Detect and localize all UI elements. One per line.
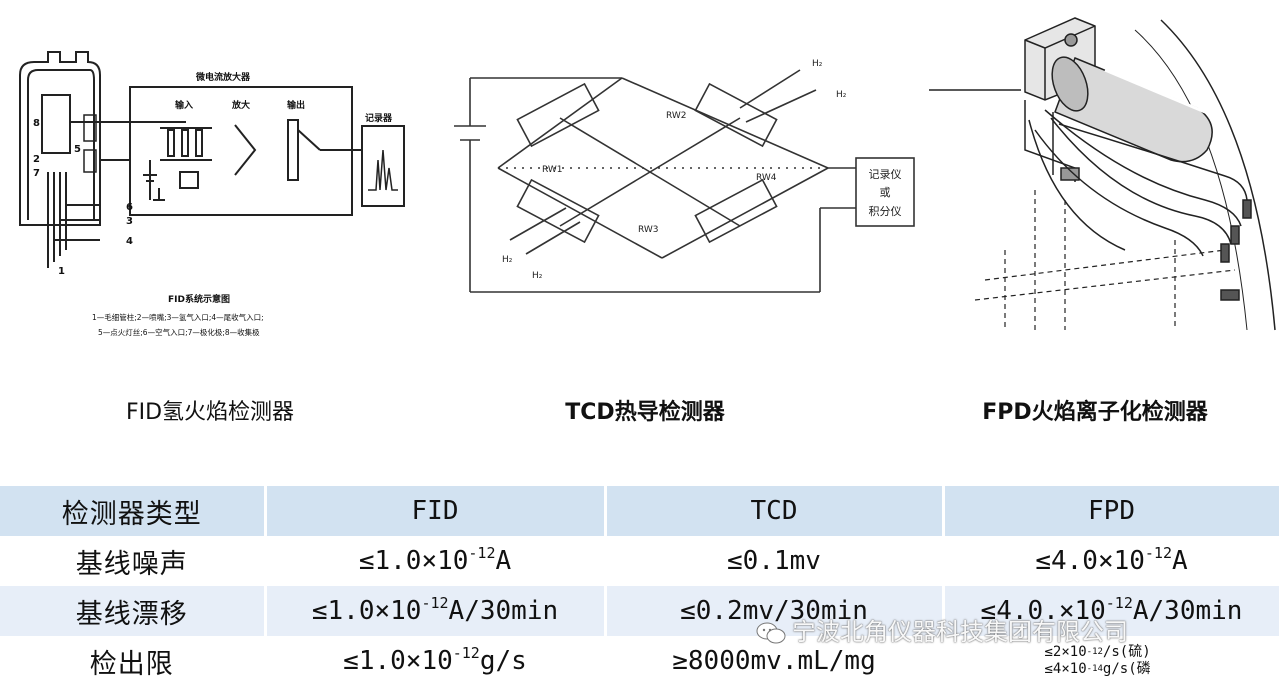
fid-legend-line-2: 5—点火灯丝;6—空气入口;7—极化极;8—收集极: [98, 327, 260, 337]
row-label-drift: 基线漂移: [0, 586, 267, 636]
row-label-noise: 基线噪声: [0, 536, 267, 586]
fid-label-6: 6: [126, 202, 133, 213]
tcd-gas-label-4: H₂: [532, 271, 543, 281]
fid-diagram: 微电流放大器 输入 放大 输出 记录器 8 2 7 5 6 3 4 1 FID系…: [19, 51, 405, 337]
tcd-label-rw1: RW1: [542, 165, 563, 175]
limit-fpd-phosphorus: ≤4×10-14g/s(磷: [1044, 661, 1151, 677]
tcd-diagram: RW1 RW2 RW3 RW4 H₂ H₂ H₂ H₂ 记录仪 或 积分仪: [454, 59, 915, 293]
fid-figure-title: FID系统示意图: [168, 293, 230, 305]
limit-fpd: ≤2×10-12/s(硫) ≤4×10-14g/s(磷: [943, 636, 1280, 686]
tcd-label-rw3: RW3: [638, 225, 659, 235]
watermark-text: 宁波北角仪器科技集团有限公司: [792, 618, 1128, 646]
detector-spec-table: 检测器类型 FID TCD FPD 基线噪声 ≤1.0×10-12A ≤0.1m…: [0, 486, 1280, 686]
noise-fpd: ≤4.0×10-12A: [943, 536, 1280, 586]
tcd-recorder-line-1: 记录仪: [869, 168, 902, 181]
fid-amplify-label: 放大: [231, 99, 250, 111]
watermark: 宁波北角仪器科技集团有限公司: [756, 612, 1128, 647]
row-label-detection-limit: 检出限: [0, 636, 267, 686]
header-detector-type: 检测器类型: [0, 486, 267, 536]
fid-label-1: 1: [58, 266, 65, 277]
limit-fpd-sulfur: ≤2×10-12/s(硫): [1044, 644, 1151, 660]
caption-fpd: FPD火焰离子化检测器: [982, 400, 1208, 425]
tcd-gas-label-3: H₂: [502, 255, 513, 265]
header-fpd: FPD: [943, 486, 1280, 536]
limit-tcd: ≥8000mv.mL/mg: [605, 636, 945, 686]
fpd-illustration: [929, 17, 1276, 331]
caption-fid: FID氢火焰检测器: [125, 400, 295, 425]
fid-amplifier-title: 微电流放大器: [195, 71, 251, 83]
tcd-label-rw4: RW4: [756, 173, 777, 183]
header-tcd: TCD: [605, 486, 945, 536]
fid-input-label: 输入: [175, 99, 193, 111]
table-row: 检出限 ≤1.0×10-12g/s ≥8000mv.mL/mg ≤2×10-12…: [0, 636, 1280, 686]
drift-tcd: ≤0.2mv/30min: [605, 586, 945, 636]
noise-fid: ≤1.0×10-12A: [265, 536, 607, 586]
fid-label-3: 3: [126, 216, 133, 227]
fid-output-label: 输出: [287, 99, 305, 111]
noise-tcd: ≤0.1mv: [605, 536, 945, 586]
fid-label-4: 4: [126, 236, 133, 247]
caption-tcd: TCD热导检测器: [565, 400, 725, 425]
tcd-recorder-line-3: 积分仪: [869, 205, 902, 218]
fid-legend-line-1: 1—毛细管柱;2—喷嘴;3—氢气入口;4—尾收气入口;: [92, 312, 264, 322]
fid-label-2: 2: [33, 154, 40, 165]
tcd-gas-label-1: H₂: [812, 59, 823, 69]
fid-label-7: 7: [33, 168, 40, 179]
table-header-row: 检测器类型 FID TCD FPD: [0, 486, 1280, 536]
table-row: 基线噪声 ≤1.0×10-12A ≤0.1mv ≤4.0×10-12A: [0, 536, 1280, 586]
tcd-gas-label-2: H₂: [836, 90, 847, 100]
limit-fid: ≤1.0×10-12g/s: [265, 636, 607, 686]
fid-label-5: 5: [74, 144, 81, 155]
fid-recorder-label: 记录器: [365, 112, 393, 124]
header-fid: FID: [265, 486, 607, 536]
drift-fpd: ≤4.0.×10-12A/30min: [943, 586, 1280, 636]
chat-bubble-icon: [756, 622, 786, 644]
tcd-label-rw2: RW2: [666, 111, 687, 121]
drift-fid: ≤1.0×10-12A/30min: [265, 586, 607, 636]
tcd-recorder-line-2: 或: [880, 186, 891, 199]
fid-label-8: 8: [33, 118, 40, 129]
table-row: 基线漂移 ≤1.0×10-12A/30min ≤0.2mv/30min ≤4.0…: [0, 586, 1280, 636]
